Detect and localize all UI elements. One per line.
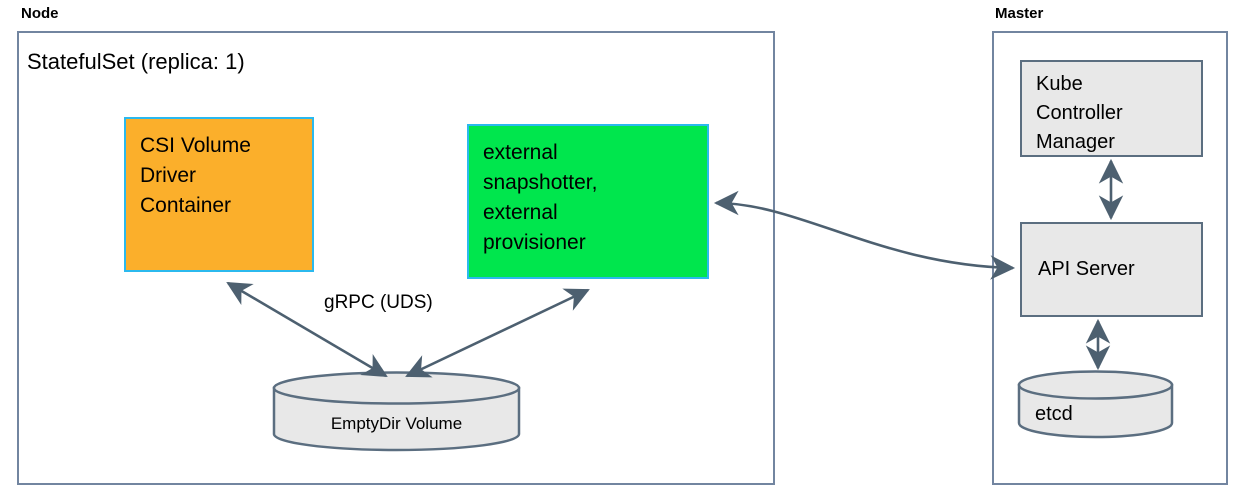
node-group-label: Node bbox=[21, 5, 59, 22]
api-server-box[interactable]: API Server bbox=[1020, 222, 1203, 317]
statefulset-title: StatefulSet (replica: 1) bbox=[27, 49, 245, 74]
csi-volume-driver-container-box[interactable]: CSI Volume Driver Container bbox=[124, 117, 314, 272]
emptydir-volume-shape bbox=[272, 371, 521, 452]
master-group-label: Master bbox=[995, 5, 1044, 22]
external-snapshotter-provisioner-box[interactable]: external snapshotter, external provision… bbox=[467, 124, 709, 279]
kube-controller-manager-box[interactable]: Kube Controller Manager bbox=[1020, 60, 1203, 157]
emptydir-volume-cylinder[interactable]: EmptyDir Volume bbox=[272, 371, 521, 453]
emptydir-volume-label: EmptyDir Volume bbox=[330, 414, 463, 433]
etcd-label: etcd bbox=[1035, 403, 1073, 425]
etcd-shape bbox=[1017, 370, 1174, 439]
grpc-uds-edge-label: gRPC (UDS) bbox=[324, 292, 433, 313]
etcd-cylinder[interactable]: etcd bbox=[1017, 370, 1174, 440]
